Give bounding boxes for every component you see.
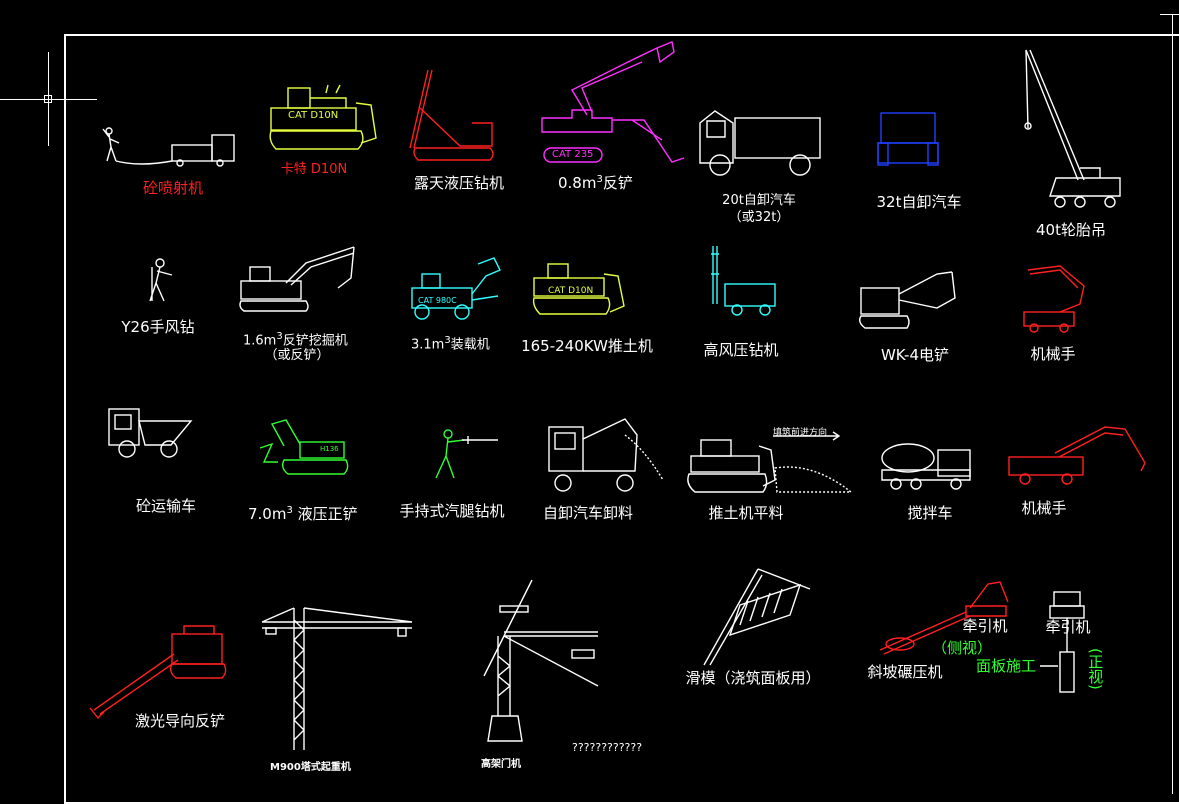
label-dump-truck-32t: 32t自卸汽车 bbox=[876, 193, 962, 211]
laser-backhoe-icon[interactable] bbox=[84, 624, 239, 720]
label-dump-unload: 自卸汽车卸料 bbox=[542, 504, 634, 522]
label-slope-roller: 斜坡碾压机 bbox=[867, 663, 943, 681]
drawing-border-top bbox=[1160, 14, 1179, 15]
slope-roller-icon[interactable] bbox=[870, 578, 1025, 658]
label-manipulator-1: 机械手 bbox=[1030, 345, 1076, 363]
manipulator-1-icon[interactable] bbox=[1020, 264, 1090, 334]
plate-cat-235: CAT 235 bbox=[552, 149, 594, 160]
label-fill-direction: 填筑前进方向 bbox=[773, 428, 828, 438]
gantry-crane-icon[interactable] bbox=[478, 576, 603, 751]
panel-leader-line bbox=[1040, 665, 1058, 667]
bulldozer-165-icon[interactable] bbox=[530, 260, 630, 322]
open-pit-drill-icon[interactable] bbox=[400, 68, 500, 168]
label-mixer-truck: 搅拌车 bbox=[907, 504, 953, 522]
backhoe-cat-235-icon[interactable] bbox=[532, 40, 685, 165]
label-dump-truck-20t: 20t自卸汽车 bbox=[722, 193, 796, 208]
label-handheld-drill: 手持式汽腿钻机 bbox=[399, 502, 505, 520]
y26-drill-icon[interactable] bbox=[142, 257, 182, 305]
label-front-view: (正视) bbox=[1086, 648, 1105, 690]
backhoe-16-icon[interactable] bbox=[236, 243, 361, 313]
label-y26-drill: Y26手风钻 bbox=[121, 318, 195, 336]
tire-crane-40t-icon[interactable] bbox=[1020, 48, 1130, 213]
label-high-pressure-drill: 高风压钻机 bbox=[703, 341, 779, 359]
plate-cat-d10n: CAT D10N bbox=[288, 110, 339, 121]
mixer-truck-icon[interactable] bbox=[876, 440, 976, 490]
cursor-pickbox-icon bbox=[44, 95, 52, 103]
label-side-view: （侧视） bbox=[931, 639, 993, 657]
tower-crane-icon[interactable] bbox=[258, 600, 418, 755]
label-open-pit-drill: 露天液压钻机 bbox=[413, 174, 505, 192]
label-dump-truck-20t-alt: （或32t） bbox=[728, 210, 790, 225]
label-laser-backhoe: 激光导向反铲 bbox=[134, 712, 226, 730]
high-pressure-drill-icon[interactable] bbox=[703, 244, 783, 319]
label-manipulator-2: 机械手 bbox=[1021, 499, 1067, 517]
label-tractor-2: 牵引机 bbox=[1045, 618, 1091, 636]
label-wk4-shovel: WK-4电铲 bbox=[880, 346, 950, 364]
label-slipform: 滑模（浇筑面板用） bbox=[685, 669, 821, 687]
label-question-marks: ???????????? bbox=[572, 741, 643, 754]
label-backhoe-16: 1.6m3反铲挖掘机 bbox=[243, 331, 348, 349]
label-loader-31: 3.1m3装载机 bbox=[411, 335, 490, 353]
bulldozer-level-icon[interactable] bbox=[683, 428, 858, 498]
slipform-icon[interactable] bbox=[700, 565, 825, 670]
label-shotcrete-machine: 砼喷射机 bbox=[142, 179, 204, 197]
plate-cat-d10n-2: CAT D10N bbox=[548, 286, 594, 296]
bulldozer-cat-d10n-icon[interactable] bbox=[266, 83, 386, 158]
label-backhoe-08: 0.8m3反铲 bbox=[558, 174, 633, 192]
label-bulldozer-level: 推土机平料 bbox=[708, 504, 784, 522]
label-concrete-truck: 砼运输车 bbox=[135, 497, 197, 515]
hydraulic-shovel-70-icon[interactable] bbox=[254, 418, 354, 478]
dump-unload-icon[interactable] bbox=[545, 415, 665, 495]
label-tractor-1: 牵引机 bbox=[962, 617, 1008, 635]
concrete-truck-icon[interactable] bbox=[105, 405, 195, 460]
handheld-drill-icon[interactable] bbox=[428, 428, 503, 483]
cursor-crosshair-vertical bbox=[48, 52, 49, 146]
label-hydraulic-shovel-70: 7.0m3 液压正铲 bbox=[248, 505, 358, 523]
label-tire-crane-40t: 40t轮胎吊 bbox=[1036, 221, 1106, 239]
label-cat-d10n: 卡特 D10N bbox=[280, 162, 348, 177]
tractor-front-icon[interactable] bbox=[1048, 588, 1088, 696]
shotcrete-machine-icon[interactable] bbox=[100, 125, 240, 170]
plate-cat-980c: CAT 980C bbox=[418, 296, 457, 305]
loader-980c-icon[interactable] bbox=[408, 256, 503, 321]
label-gantry-crane: 高架门机 bbox=[481, 759, 521, 770]
plate-h136: H136 bbox=[320, 445, 339, 453]
label-tower-crane: M900塔式起重机 bbox=[270, 762, 351, 773]
label-backhoe-16-alt: （或反铲） bbox=[264, 348, 330, 363]
wk4-shovel-icon[interactable] bbox=[857, 268, 962, 338]
drawing-border-right bbox=[1172, 14, 1173, 794]
dump-truck-32t-icon[interactable] bbox=[876, 111, 941, 171]
manipulator-2-icon[interactable] bbox=[1005, 423, 1150, 488]
label-panel-construction: 面板施工 bbox=[976, 657, 1037, 675]
label-bulldozer-165: 165-240KW推土机 bbox=[521, 337, 653, 355]
dump-truck-20t-icon[interactable] bbox=[695, 103, 830, 178]
